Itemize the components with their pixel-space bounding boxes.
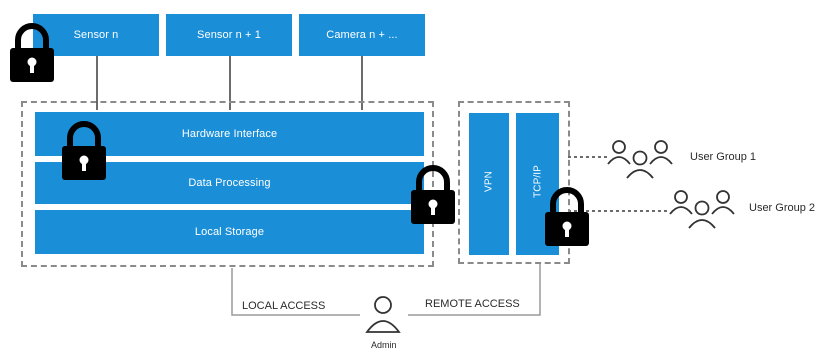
user-group-icon <box>607 140 673 179</box>
user-group-2-label: User Group 2 <box>749 202 816 214</box>
lock-icon <box>10 23 54 82</box>
local-storage-box: Local Storage <box>35 210 424 254</box>
user-group-1-label: User Group 1 <box>690 151 757 163</box>
user-group-icon <box>669 190 735 229</box>
network-boundary <box>458 101 570 264</box>
camera-label: Camera n + ... <box>326 29 398 41</box>
camera-box: Camera n + ... <box>299 14 425 56</box>
device-boundary <box>21 101 434 267</box>
admin-label: Admin <box>371 340 397 350</box>
lock-icon <box>545 187 589 246</box>
admin-user-icon <box>365 296 401 333</box>
hardware-interface-label: Hardware Interface <box>181 128 278 140</box>
sensor-n1-box: Sensor n + 1 <box>166 14 292 56</box>
vpn-box: VPN <box>469 113 509 255</box>
remote-access-path <box>408 262 541 316</box>
local-access-path <box>231 268 360 316</box>
sensor-n-box: Sensor n <box>33 14 159 56</box>
vpn-label: VPN <box>483 171 495 192</box>
data-processing-label: Data Processing <box>188 177 271 189</box>
local-access-label: LOCAL ACCESS <box>242 300 326 312</box>
sensor-n-label: Sensor n <box>73 29 119 41</box>
lock-icon <box>411 165 455 224</box>
sensor-n1-label: Sensor n + 1 <box>197 29 261 41</box>
tcpip-label: TCP/IP <box>532 165 544 198</box>
lock-icon <box>62 121 106 180</box>
remote-access-label: REMOTE ACCESS <box>425 298 520 310</box>
local-storage-label: Local Storage <box>194 226 265 238</box>
